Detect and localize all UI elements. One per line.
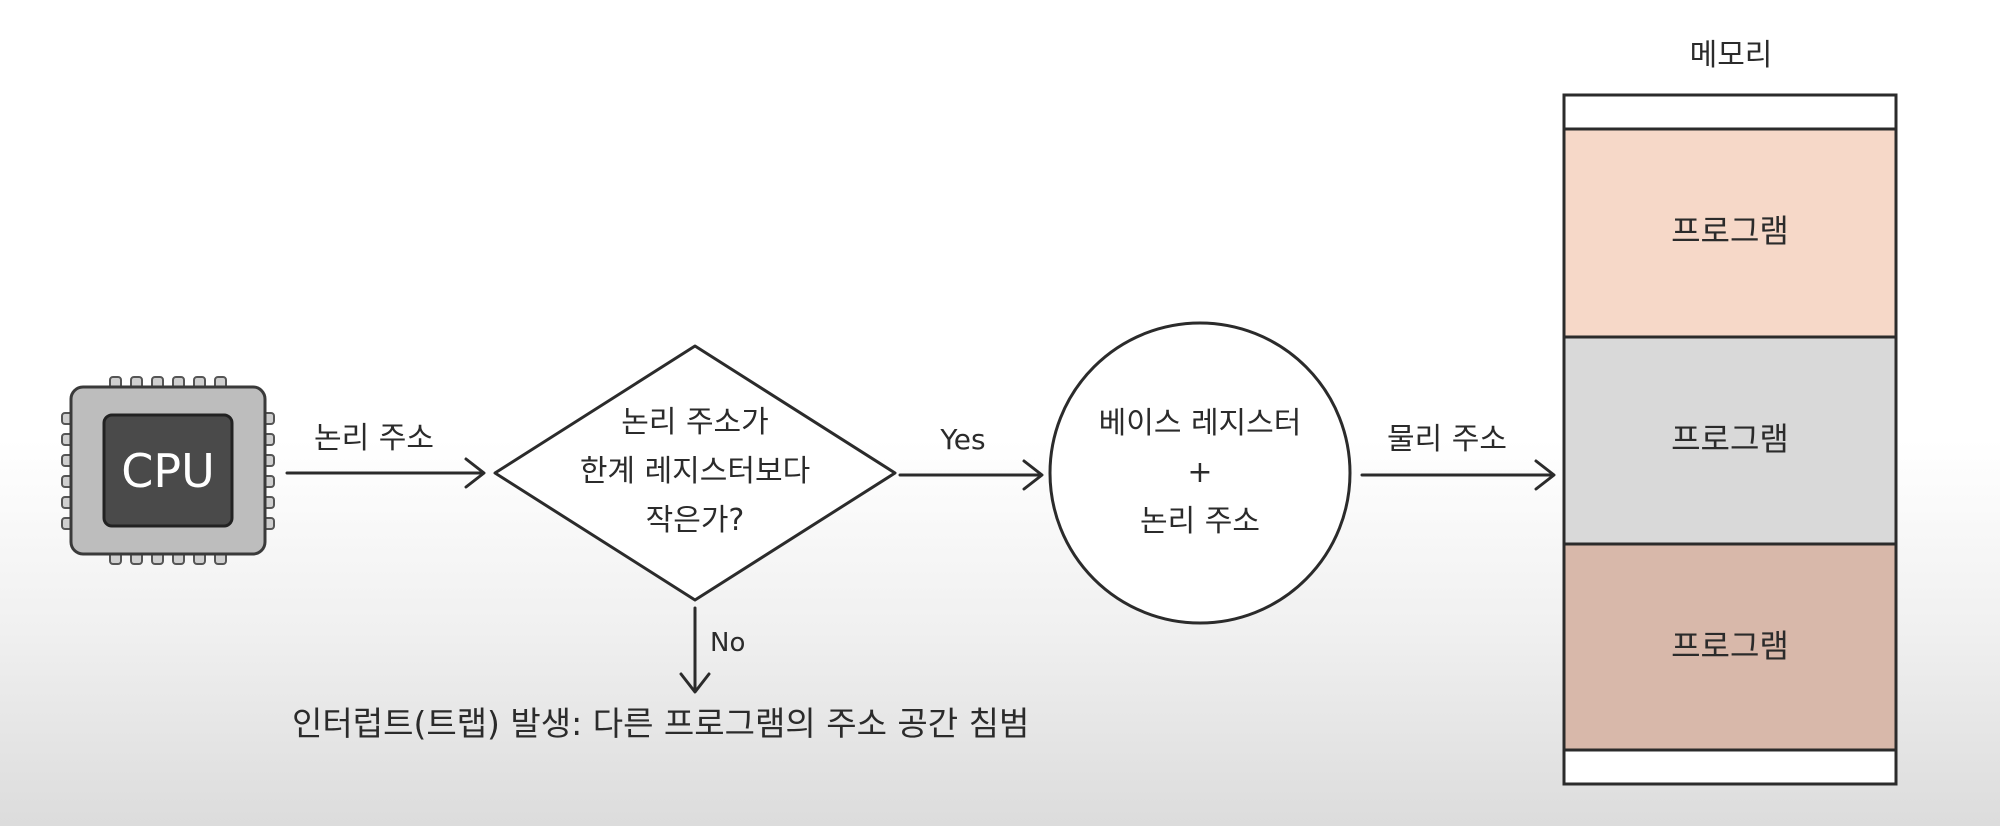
memory-program-block-2 xyxy=(1562,335,1898,546)
decision-text-line3: 작은가? xyxy=(646,503,745,538)
arrow-yes xyxy=(898,459,1044,491)
memory-program-label-2: 프로그램 xyxy=(1671,420,1789,458)
cpu-die xyxy=(102,413,234,528)
edge-label-physical-address: 물리 주소 xyxy=(1387,422,1507,457)
edge-label-logical-address: 논리 주소 xyxy=(314,421,434,456)
memory: 메모리 프로그램 프로그램 프로그램 xyxy=(1562,38,1898,786)
adder-circle xyxy=(1048,321,1352,625)
arrow-no xyxy=(679,606,711,694)
cpu-label: CPU xyxy=(121,444,215,498)
limit-check-decision: 논리 주소가 한계 레지스터보다 작은가? xyxy=(493,344,897,602)
interrupt-message: 인터럽트(트랩) 발생: 다른 프로그램의 주소 공간 침범 xyxy=(292,704,1029,743)
edge-label-yes: Yes xyxy=(939,423,985,456)
memory-title: 메모리 xyxy=(1690,38,1773,73)
base-plus-logical-circle: 베이스 레지스터 + 논리 주소 xyxy=(1048,321,1352,625)
decision-text-line1: 논리 주소가 xyxy=(621,405,769,440)
memory-bottom-free xyxy=(1562,748,1898,786)
decision-diamond xyxy=(493,344,897,602)
adder-text-plus: + xyxy=(1187,455,1212,490)
memory-top-free xyxy=(1562,93,1898,131)
decision-text-line2: 한계 레지스터보다 xyxy=(580,454,810,489)
edge-label-no: No xyxy=(710,628,745,658)
arrow-to-memory xyxy=(1360,459,1556,491)
cpu-chip: CPU xyxy=(61,376,275,565)
memory-program-label-3: 프로그램 xyxy=(1671,627,1789,665)
memory-program-label-1: 프로그램 xyxy=(1671,212,1789,250)
arrow-cpu-to-decision xyxy=(285,457,486,489)
memory-program-block-3 xyxy=(1562,542,1898,752)
adder-text-line3: 논리 주소 xyxy=(1140,504,1260,539)
adder-text-line1: 베이스 레지스터 xyxy=(1099,406,1302,441)
